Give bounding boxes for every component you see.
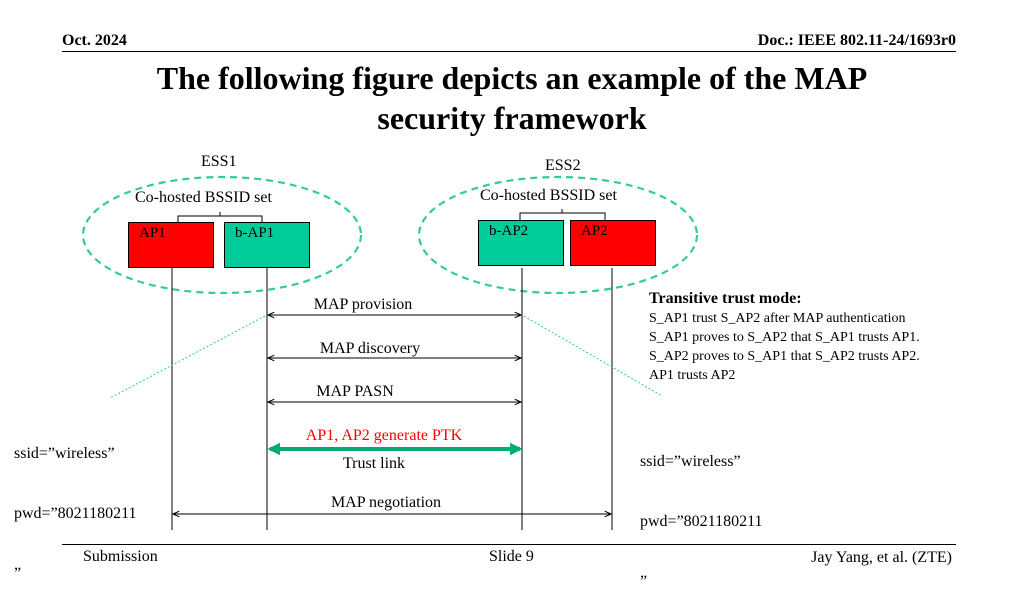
credentials-right-ssid: ssid=”wireless”	[640, 453, 741, 470]
footer-submission: Submission	[83, 548, 158, 565]
transitive-trust-title: Transitive trust mode:	[649, 290, 802, 307]
ess2-label: ESS2	[545, 157, 581, 174]
ess1-ellipse	[81, 175, 363, 295]
ess1-bracket	[177, 212, 263, 223]
header-rule	[62, 51, 956, 52]
header-doc-id: Doc.: IEEE 802.11-24/1693r0	[757, 32, 956, 49]
ess2-bracket	[519, 209, 606, 220]
leader-right	[523, 315, 663, 397]
credentials-left: ssid=”wireless” pwd=”8021180211 ”	[14, 404, 137, 604]
ap1-box: AP1	[128, 222, 214, 268]
msg-trust-link: Trust link	[342, 455, 406, 472]
msg-ptk: AP1, AP2 generate PTK	[305, 427, 463, 444]
ess1-bssid-set-label: Co-hosted BSSID set	[135, 189, 272, 206]
credentials-left-ssid: ssid=”wireless”	[14, 445, 115, 462]
msg-map-discovery: MAP discovery	[319, 340, 421, 357]
footer-slide-number: Slide 9	[489, 548, 534, 565]
footer-rule	[62, 544, 956, 545]
credentials-right-close: ”	[640, 573, 648, 590]
transitive-trust-line: AP1 trusts AP2	[649, 368, 736, 383]
ap2-box: AP2	[570, 220, 656, 266]
diagram-graphics	[81, 175, 699, 530]
msg-map-provision: MAP provision	[313, 296, 413, 313]
slide-title: The following figure depicts an example …	[60, 58, 964, 138]
transitive-trust-line: S_AP2 proves to S_AP1 that S_AP2 trusts …	[649, 349, 920, 364]
header-date: Oct. 2024	[62, 32, 127, 49]
title-line-2: security framework	[377, 100, 647, 136]
credentials-right-pwd: pwd=”8021180211	[640, 513, 763, 530]
footer-author: Jay Yang, et al. (ZTE)	[811, 549, 952, 566]
transitive-trust-line: S_AP1 trust S_AP2 after MAP authenticati…	[649, 311, 906, 326]
msg-map-negotiation: MAP negotiation	[330, 494, 442, 511]
leader-left	[109, 315, 266, 399]
credentials-right: ssid=”wireless” pwd=”8021180211 ”	[640, 412, 763, 612]
b-ap1-box: b-AP1	[224, 222, 310, 268]
ess1-label: ESS1	[201, 153, 237, 170]
ess2-ellipse	[417, 175, 699, 295]
msg-map-pasn: MAP PASN	[316, 383, 394, 400]
b-ap2-box: b-AP2	[478, 220, 564, 266]
transitive-trust-line: S_AP1 proves to S_AP2 that S_AP1 trusts …	[649, 330, 920, 345]
credentials-left-close: ”	[14, 565, 22, 582]
credentials-left-pwd: pwd=”8021180211	[14, 505, 137, 522]
ess2-bssid-set-label: Co-hosted BSSID set	[480, 187, 617, 204]
transitive-trust-note: Transitive trust mode: S_AP1 trust S_AP2…	[649, 289, 920, 385]
title-line-1: The following figure depicts an example …	[156, 60, 868, 96]
